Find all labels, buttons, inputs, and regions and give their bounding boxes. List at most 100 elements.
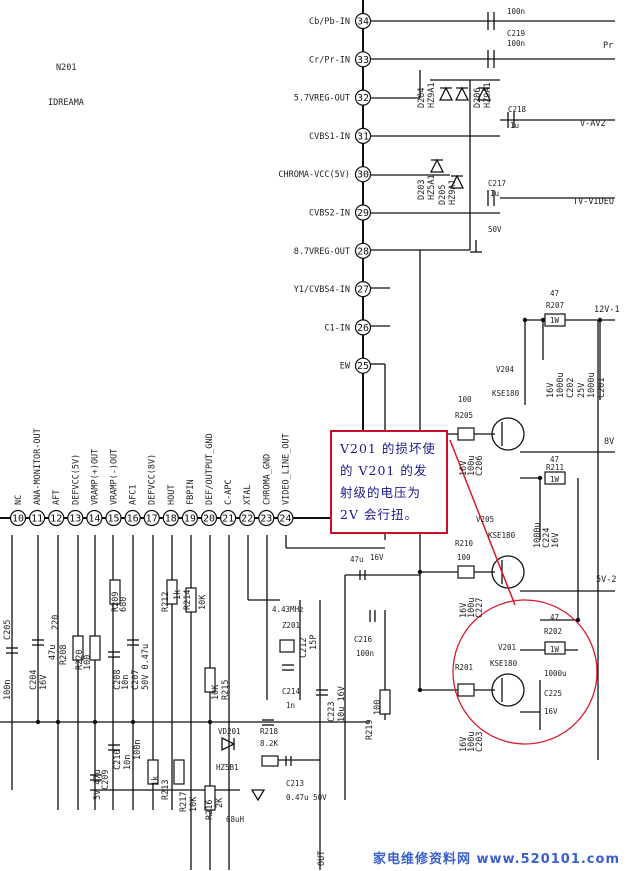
r212-label: R212 (161, 592, 171, 612)
pin-circle (258, 509, 275, 527)
pin-name: CVBS2-IN (309, 209, 350, 219)
vd201-type: HZ5B1 (216, 763, 239, 772)
c201-label: C201 (597, 378, 607, 398)
ic-pin-34: 34 Cb/Pb-IN (309, 12, 372, 30)
pin-number: 30 (357, 170, 369, 181)
c206-c: 100u (467, 456, 477, 476)
pin-circle (354, 166, 372, 183)
pin-name: C-APC (224, 479, 234, 505)
c208-value: 10n (121, 675, 131, 690)
c203-c: 100u (467, 732, 477, 752)
r217-value: 10K (189, 796, 199, 812)
r215-value: 10K (211, 684, 221, 700)
r210-label: R210 (455, 539, 474, 548)
pin-number: 18 (165, 514, 177, 525)
pin-number: 15 (107, 514, 119, 525)
r216-value: 2K (215, 797, 225, 808)
r207-value: 47 (550, 289, 559, 298)
pin-number: 23 (260, 514, 272, 525)
c224-label: C224 (542, 528, 552, 548)
d204-label: D204 (417, 88, 427, 108)
c204-v: 16V (39, 675, 49, 690)
c47-voltage: 16V (370, 553, 384, 562)
xtal-value: 4.43MHz (272, 605, 304, 614)
pin-circle (354, 281, 372, 298)
c213-label: C213 (286, 779, 304, 788)
pin-circle (9, 509, 27, 527)
ic-pin-28: 288.7VREG-OUT (294, 242, 372, 259)
pin-circle (200, 509, 218, 527)
pin-number: 21 (222, 514, 234, 525)
d205-type: HZ9A1 (448, 179, 458, 205)
c218-label: C218 (508, 105, 527, 114)
r202-label: R202 (544, 627, 562, 636)
pin-name: DEFVCC(5V) (71, 454, 81, 505)
c203-label: C203 (475, 732, 485, 752)
pin-circle (162, 509, 179, 527)
pin-number: 12 (50, 514, 62, 525)
pin-number: 10 (12, 514, 24, 525)
r205-label: R205 (455, 411, 473, 420)
ic-pin-23: 23 CHROMA_GND (258, 454, 275, 527)
r216-label: R216 (205, 800, 215, 820)
pin-name: DEF/OUTPUT_GND (205, 433, 215, 505)
c207-label: C207 (131, 670, 141, 690)
c223-value: 10u 16V (337, 686, 347, 722)
pin-number: 22 (241, 514, 253, 525)
ic-pin-12: 12 AFT (48, 490, 65, 527)
pin-number: 34 (357, 17, 369, 28)
r208-label: R208 (59, 645, 69, 665)
r211-resistor (544, 471, 566, 485)
v8-label: 8V (604, 437, 614, 447)
c201-c: 1000u (587, 372, 597, 398)
c207-value: 50V 0.47u (141, 644, 151, 690)
c205-label: C205 (3, 620, 13, 640)
c217-label: C217 (488, 179, 506, 188)
vav2-label: V-AV2 (580, 119, 606, 129)
pin-name: FBPIN (186, 479, 196, 505)
pin-circle (67, 509, 84, 527)
pin-number: 24 (279, 514, 291, 525)
pin-name: AFT (52, 490, 62, 505)
r202-watt: 1W (550, 645, 560, 654)
z201-label: Z201 (282, 621, 300, 630)
v201-type: KSE180 (490, 659, 518, 668)
r208-value: 220 (51, 615, 61, 630)
junction-dot (540, 317, 546, 323)
pin-name: Cb/Pb-IN (309, 17, 350, 27)
junction-dot (92, 719, 98, 725)
pin-number: 33 (357, 55, 369, 66)
pin-name: AFC1 (129, 485, 139, 505)
c224-c: 1000u (533, 522, 543, 548)
v5-label: 5V-2 (596, 575, 616, 585)
c202-label: C202 (566, 378, 576, 398)
r209-label: R209 (111, 592, 121, 612)
r218-value: 8.2K (260, 739, 279, 748)
pin-number: 17 (146, 514, 158, 525)
c213-value: 0.47u 50V (286, 793, 327, 802)
pin-circle (181, 509, 198, 527)
pin-name: CHROMA_GND (262, 454, 272, 505)
v204-type: KSE180 (492, 389, 520, 398)
d203-label: D203 (417, 180, 427, 200)
ic-pin-22: 22 XTAL (239, 485, 256, 527)
ic-pin-21: 21 C-APC (220, 479, 237, 527)
pin-name: VRAMP(-)OUT (110, 449, 120, 505)
pin-number: 19 (184, 514, 196, 525)
c223-label: C223 (327, 702, 337, 722)
pin-number: 28 (357, 246, 369, 257)
pin-number: 29 (357, 208, 369, 219)
pin-name: HOUT (167, 485, 177, 505)
c218-value: 1u (510, 121, 519, 130)
pin-name: XTAL (243, 485, 253, 505)
r205-resistor (457, 427, 475, 441)
c209-value: 5V 47u (93, 769, 103, 800)
r220-label: R220 (75, 650, 85, 670)
pin-circle (124, 509, 141, 527)
c227-c: 100u (467, 598, 477, 618)
tvvideo-label: TV-VIDEO (573, 197, 614, 207)
c227-v: 16V (459, 603, 469, 618)
r211-value: 47 (550, 455, 559, 464)
